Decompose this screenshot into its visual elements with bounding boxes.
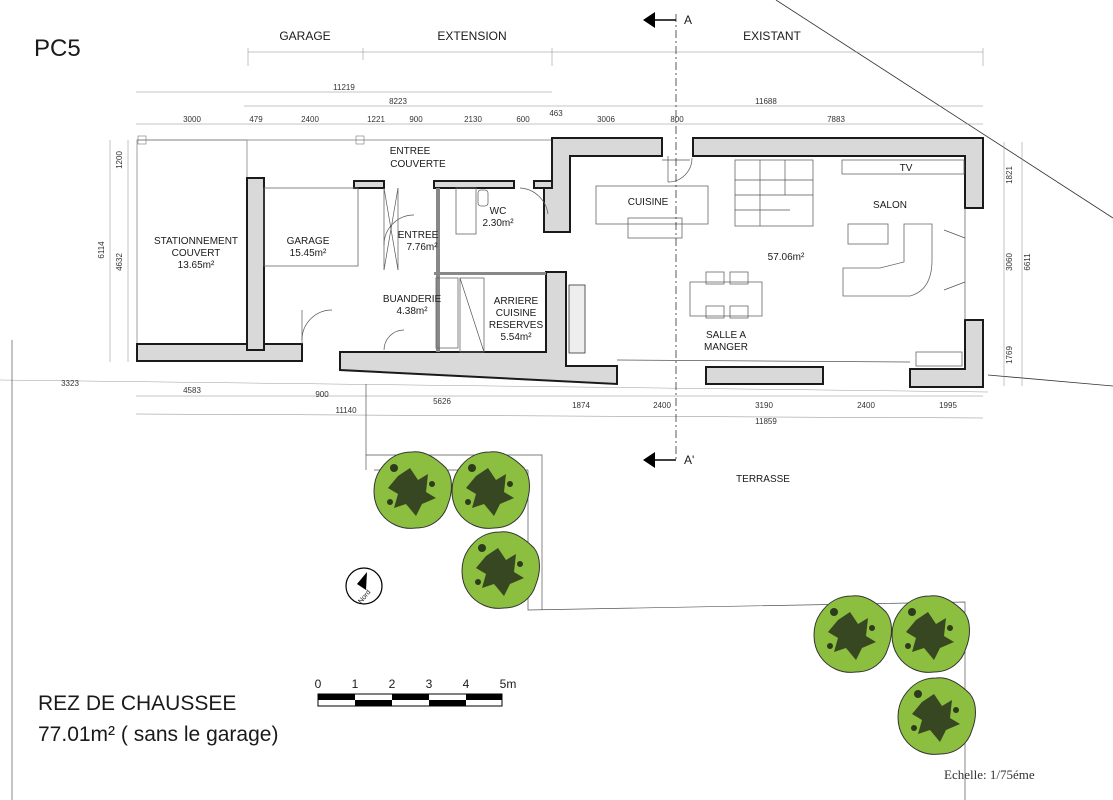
dim-row3: 800 xyxy=(670,115,684,124)
label-terrasse: TERRASSE xyxy=(736,474,790,485)
label-arriere: ARRIERE xyxy=(494,296,539,307)
property-line xyxy=(987,374,1113,387)
label-entree: ENTREE xyxy=(398,230,439,241)
dim-row3: 7883 xyxy=(827,115,845,124)
post xyxy=(137,135,147,145)
label-salon: SALON xyxy=(873,200,907,211)
property-line xyxy=(775,0,1113,219)
dim-right: 6611 xyxy=(1023,253,1032,271)
section-existant: EXISTANT xyxy=(743,29,801,43)
level-area: 77.01m² ( sans le garage) xyxy=(38,723,278,746)
cut-label-a: A xyxy=(684,13,692,27)
scale-tick: 4 xyxy=(463,677,470,691)
right-dimensions: 1821 3060 6611 1769 xyxy=(1003,142,1032,386)
dim-bottom: 2400 xyxy=(857,401,875,410)
dim-top1: 11219 xyxy=(333,83,355,92)
dim-bottom: 1995 xyxy=(939,401,957,410)
label-tv: TV xyxy=(900,163,913,174)
dim-row3: 1221 xyxy=(367,115,385,124)
dim-right: 3060 xyxy=(1005,253,1014,271)
dim-row3: 900 xyxy=(409,115,423,124)
section-garage: GARAGE xyxy=(279,29,330,43)
dim-row3: 3006 xyxy=(597,115,615,124)
dim-bottom: 11140 xyxy=(335,406,357,415)
dim-bottom: 3323 xyxy=(61,379,79,388)
label-buanderie-area: 4.38m² xyxy=(396,306,428,317)
label-arriere-area: 5.54m² xyxy=(500,332,532,343)
label-salle: MANGER xyxy=(704,342,748,353)
label-sejour-area: 57.06m² xyxy=(768,252,805,263)
scale-bar: 0 1 2 3 4 5m xyxy=(315,677,517,707)
section-extension: EXTENSION xyxy=(437,29,506,43)
section-headers: GARAGE EXTENSION EXISTANT xyxy=(247,29,984,66)
label-wc: WC xyxy=(490,206,507,217)
dim-bottom: 11859 xyxy=(755,417,777,426)
terrace-outline xyxy=(365,384,966,800)
top-dimensions: 11219 8223 11688 3000 479 2400 1221 900 … xyxy=(136,83,983,125)
dim-bottom: 1874 xyxy=(572,401,590,410)
tree-symbol xyxy=(891,595,970,673)
left-dimensions: 1200 6114 4632 xyxy=(97,140,129,362)
tree-symbol xyxy=(373,451,452,529)
scale-tick: 1 xyxy=(352,677,359,691)
dim-bottom: 5626 xyxy=(433,397,451,406)
label-arriere: CUISINE xyxy=(496,308,537,319)
scale-tick: 3 xyxy=(426,677,433,691)
property-line xyxy=(0,379,989,393)
scale-tick: 5m xyxy=(500,677,517,691)
dim-top3: 11688 xyxy=(755,97,777,106)
bottom-dimensions: 3323 4583 900 5626 1874 2400 3190 2400 1… xyxy=(61,379,984,426)
label-cuisine: CUISINE xyxy=(628,197,669,208)
scale-tick: 2 xyxy=(389,677,396,691)
label-garage-area: 15.45m² xyxy=(290,248,327,259)
dim-top2: 8223 xyxy=(389,97,407,106)
room-labels: ENTREE COUVERTE STATIONNEMENT COUVERT 13… xyxy=(154,146,913,485)
north-arrow: Nord xyxy=(345,567,383,605)
dim-bottom: 2400 xyxy=(653,401,671,410)
label-garage: GARAGE xyxy=(287,236,330,247)
tree-symbol xyxy=(461,531,540,609)
cut-label-a-prime: A' xyxy=(684,453,694,467)
dim-bottom: 900 xyxy=(315,390,329,399)
tree-symbol xyxy=(813,595,892,673)
dim-row3: 2400 xyxy=(301,115,319,124)
dim-right: 1769 xyxy=(1005,346,1014,364)
tree-symbol xyxy=(897,677,976,755)
post xyxy=(355,135,365,145)
dim-row3: 479 xyxy=(249,115,263,124)
dim-left: 1200 xyxy=(115,151,124,169)
label-wc-area: 2.30m² xyxy=(482,218,514,229)
dim-row3: 2130 xyxy=(464,115,482,124)
dim-bottom: 3190 xyxy=(755,401,773,410)
label-stationnement-area: 13.65m² xyxy=(178,260,215,271)
dim-row3: 3000 xyxy=(183,115,201,124)
scale-note: Echelle: 1/75éme xyxy=(944,767,1035,782)
label-entree-couverte: COUVERTE xyxy=(390,159,446,170)
label-buanderie: BUANDERIE xyxy=(383,294,442,305)
section-cut: A A' xyxy=(643,12,694,468)
level-title: REZ DE CHAUSSEE xyxy=(38,692,236,715)
dim-row3: 463 xyxy=(549,109,563,118)
sheet-id: PC5 xyxy=(34,35,81,62)
label-stationnement: STATIONNEMENT xyxy=(154,236,238,247)
tree-symbol xyxy=(451,451,530,529)
label-salle: SALLE A xyxy=(706,330,746,341)
label-arriere: RESERVES xyxy=(489,320,544,331)
label-stationnement: COUVERT xyxy=(172,248,221,259)
label-entree-couverte: ENTREE xyxy=(390,146,431,157)
dim-row3: 600 xyxy=(516,115,530,124)
dim-left: 6114 xyxy=(97,241,106,259)
dim-right: 1821 xyxy=(1005,166,1014,184)
interior-details xyxy=(263,156,966,367)
label-entree-area: 7.76m² xyxy=(406,242,438,253)
dim-left: 4632 xyxy=(115,253,124,271)
walls xyxy=(136,137,984,388)
dim-bottom: 4583 xyxy=(183,386,201,395)
scale-tick: 0 xyxy=(315,677,322,691)
